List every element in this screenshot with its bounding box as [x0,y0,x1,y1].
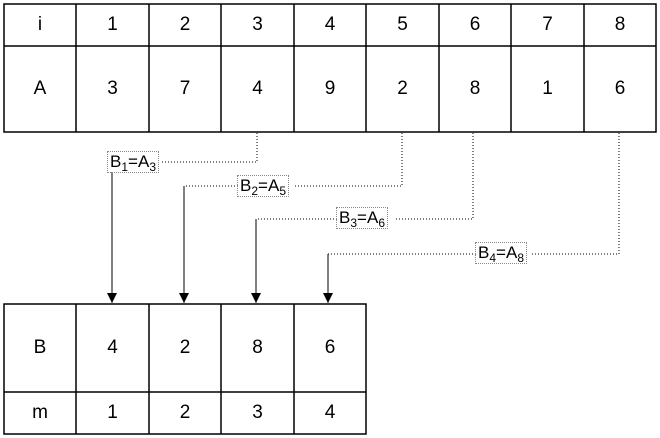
mapping-b4-left: B [478,243,490,262]
header-cell-4: 4 [294,4,366,46]
mapping-b2-right-sub: 5 [279,184,286,198]
b-cell-4: 6 [294,304,366,392]
header-cell-1: 1 [76,4,149,46]
m-cell-3: 3 [221,392,294,434]
mapping-b4-left-sub: 4 [489,251,497,265]
connector-a5 [295,133,403,187]
m-cell-2: 2 [149,392,221,434]
connector-a3 [162,133,258,163]
mapping-b4-right: A [505,243,518,262]
b-cell-2: 2 [149,304,221,392]
header-cell-5: 5 [366,4,439,46]
a-cell-2: 7 [149,46,221,132]
header-cell-3: 3 [221,4,294,46]
header-cell-8: 8 [584,4,656,46]
a-cell-5: 2 [366,46,439,132]
a-cell-label: A [4,46,76,132]
header-cell-i: i [4,4,76,46]
mapping-b3-left: B [339,208,351,227]
a-cell-8: 6 [584,46,656,132]
a-cell-1: 3 [76,46,149,132]
mapping-b1-right-sub: 3 [149,160,156,174]
table-a-grid [3,3,657,133]
mapping-b2-left: B [240,176,252,195]
m-cell-1: 1 [76,392,149,434]
mapping-b1-left-sub: 1 [121,160,129,174]
mapping-b3-right-sub: 6 [378,216,385,230]
mapping-label-b3: B3=A6 [336,207,388,230]
b-cell-label: B [4,304,76,392]
mapping-label-b1: B1=A3 [107,151,159,174]
table-b-grid [3,303,367,435]
m-cell-4: 4 [294,392,366,434]
b-cell-3: 8 [221,304,294,392]
header-cell-6: 6 [439,4,511,46]
m-cell-label: m [4,392,76,434]
mapping-b3-left-sub: 3 [350,216,358,230]
mapping-b2-left-sub: 2 [251,184,259,198]
mapping-b3-right: A [366,208,379,227]
mapping-b4-right-sub: 8 [517,251,524,265]
header-cell-2: 2 [149,4,221,46]
a-cell-4: 9 [294,46,366,132]
a-cell-6: 8 [439,46,511,132]
mapping-label-b2: B2=A5 [237,175,289,198]
a-cell-3: 4 [221,46,294,132]
mapping-b2-right: A [267,176,280,195]
b-cell-1: 4 [76,304,149,392]
connector-a6 [395,133,474,220]
a-cell-7: 1 [511,46,584,132]
mapping-b1-left: B [110,152,122,171]
mapping-b1-right: A [137,152,150,171]
mapping-label-b4: B4=A8 [475,242,527,265]
connector-a8 [531,133,620,255]
header-cell-7: 7 [511,4,584,46]
